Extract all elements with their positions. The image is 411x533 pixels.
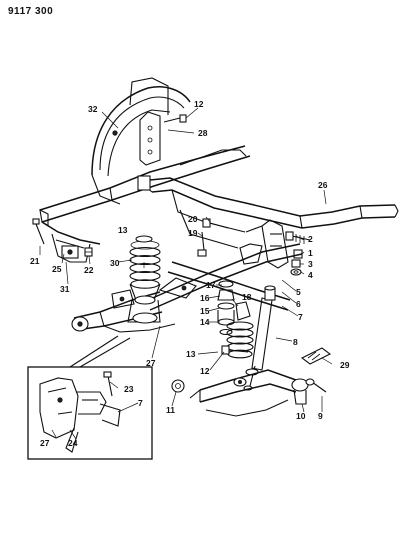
wheelhouse-panel: [91, 77, 191, 205]
cross-brace: [147, 243, 303, 311]
callout-32: 32: [88, 104, 98, 114]
callout-31: 31: [60, 284, 70, 294]
leader-lines: [39, 107, 333, 440]
callout-6: 6: [296, 299, 301, 309]
callout-30: 30: [110, 258, 120, 268]
callout-11: 11: [166, 405, 175, 415]
callout-27-main: 27: [146, 358, 156, 368]
bumper-18: [235, 301, 251, 321]
bolt-2: [285, 231, 311, 244]
upper-frame-rail: [39, 145, 251, 228]
bolt-20: [202, 218, 229, 229]
nut-22: [84, 247, 93, 257]
spring-insulator-30: [135, 235, 153, 243]
bolt-9: [305, 378, 327, 393]
crossmember-frame: [137, 175, 399, 249]
callout-16: 16: [200, 293, 210, 303]
callout-1: 1: [308, 248, 313, 258]
callout-9: 9: [318, 411, 323, 421]
callout-13-lower: 13: [186, 349, 196, 359]
callout-29: 29: [340, 360, 350, 370]
callout-8: 8: [293, 337, 298, 347]
bolt-12-upper: [163, 114, 187, 123]
callout-27-inset: 27: [40, 438, 50, 448]
callout-18: 18: [242, 292, 252, 302]
bolt-12-lower: [221, 345, 249, 355]
callout-28: 28: [198, 128, 208, 138]
callouts: 1 2 3 4 5 6 7 7 8 9 10 11 12 12 13 13 14…: [30, 99, 350, 448]
callout-2: 2: [308, 234, 313, 244]
callout-17: 17: [206, 280, 216, 290]
callout-12-lower: 12: [200, 366, 210, 376]
lower-control-arm-right: [189, 369, 297, 417]
callout-5: 5: [296, 287, 301, 297]
callout-23: 23: [124, 384, 134, 394]
callout-3: 3: [308, 259, 313, 269]
detail-inset: [27, 335, 153, 460]
callout-21: 21: [30, 256, 40, 266]
callout-25: 25: [52, 264, 62, 274]
callout-22: 22: [84, 265, 94, 275]
callout-4: 4: [308, 270, 313, 280]
callout-14: 14: [200, 317, 210, 327]
callout-10: 10: [296, 411, 306, 421]
bracket-31: [111, 289, 135, 309]
callout-7: 7: [298, 312, 303, 322]
bushing-11: [171, 379, 185, 393]
callout-19: 19: [188, 228, 198, 238]
retainer-29: [300, 347, 332, 365]
callout-24: 24: [68, 438, 78, 448]
right-bracket: [239, 219, 289, 269]
callout-7-inset: 7: [138, 398, 143, 408]
coil-spring-left: [127, 240, 161, 324]
callout-13-upper: 13: [118, 225, 128, 235]
bolt-19: [197, 231, 207, 257]
nut-3: [291, 259, 301, 268]
coil-spring-right: [226, 321, 254, 359]
callout-12-upper: 12: [194, 99, 204, 109]
isolator-stack: [217, 280, 235, 336]
document-code: 9117 300: [8, 6, 54, 17]
washer-4: [290, 268, 302, 276]
callout-26: 26: [318, 180, 328, 190]
bolt-21: [32, 218, 45, 245]
callout-20: 20: [188, 214, 198, 224]
callout-15: 15: [200, 306, 210, 316]
